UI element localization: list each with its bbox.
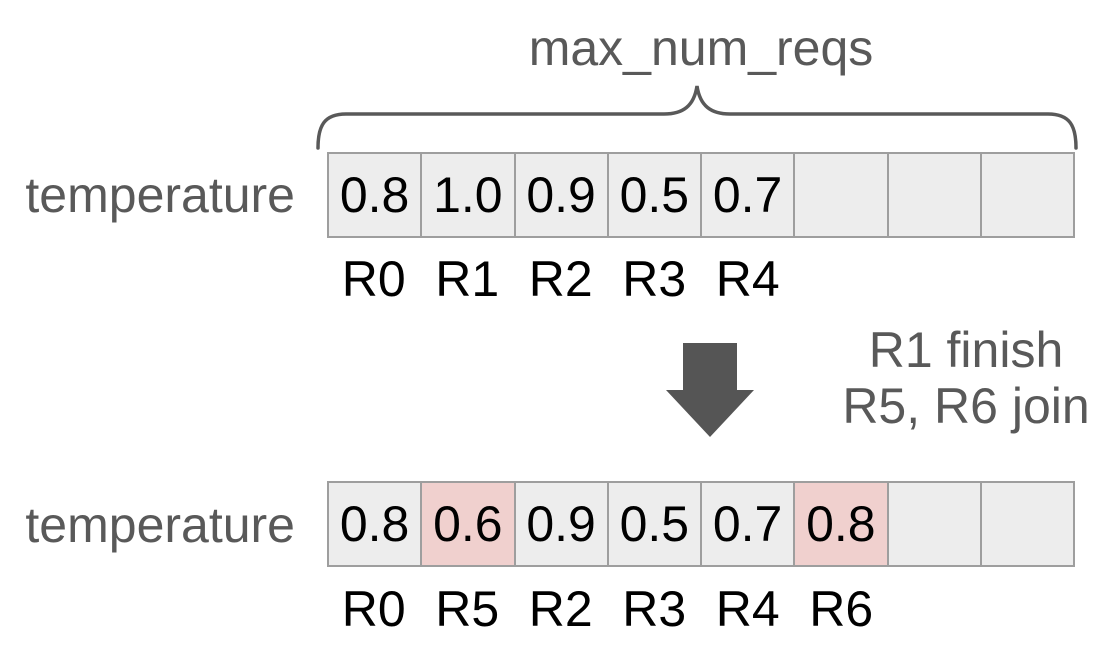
value-cell	[886, 483, 980, 565]
transition-note: R1 finish R5, R6 join	[766, 322, 1110, 434]
value-cell: 0.8	[329, 483, 421, 565]
request-label	[888, 584, 982, 634]
request-labels-after: R0 R5 R2 R3 R4 R6	[327, 584, 1075, 634]
request-label: R0	[341, 251, 406, 307]
value-cell	[886, 154, 980, 236]
request-label: R0	[341, 581, 406, 637]
curly-brace-icon	[316, 85, 1078, 150]
request-label: R5	[435, 581, 500, 637]
value-cell: 0.9	[513, 154, 607, 236]
value-cell: 0.9	[513, 483, 607, 565]
request-label: R4	[715, 581, 780, 637]
value-cell: 0.8	[329, 154, 421, 236]
value-cell: 1.0	[420, 154, 514, 236]
request-label: R3	[622, 581, 687, 637]
temperature-label-before: temperature	[25, 167, 295, 223]
down-arrow-icon	[666, 343, 754, 437]
value-cell-highlighted: 0.8	[793, 483, 887, 565]
transition-note-line2: R5, R6 join	[842, 378, 1090, 434]
request-label: R4	[715, 251, 780, 307]
value-cell: 0.7	[700, 154, 794, 236]
request-label	[888, 254, 982, 304]
down-arrow-shape	[666, 343, 754, 437]
value-cell-highlighted: 0.6	[420, 483, 514, 565]
request-labels-before: R0 R1 R2 R3 R4	[327, 254, 1075, 304]
transition-note-line1: R1 finish	[868, 322, 1064, 378]
request-label	[795, 254, 889, 304]
value-cell: 0.7	[700, 483, 794, 565]
temperature-label-after: temperature	[25, 497, 295, 553]
max-num-reqs-label: max_num_reqs	[528, 20, 874, 76]
curly-brace-path	[316, 85, 1078, 150]
request-label: R2	[528, 581, 593, 637]
value-cell	[979, 483, 1073, 565]
request-label: R3	[622, 251, 687, 307]
value-cell: 0.5	[606, 483, 700, 565]
value-cell: 0.5	[606, 154, 700, 236]
request-label	[982, 254, 1076, 304]
value-cell	[979, 154, 1073, 236]
value-cell	[793, 154, 887, 236]
request-label	[982, 584, 1076, 634]
request-label: R1	[435, 251, 500, 307]
request-label: R2	[528, 251, 593, 307]
request-label: R6	[809, 581, 874, 637]
